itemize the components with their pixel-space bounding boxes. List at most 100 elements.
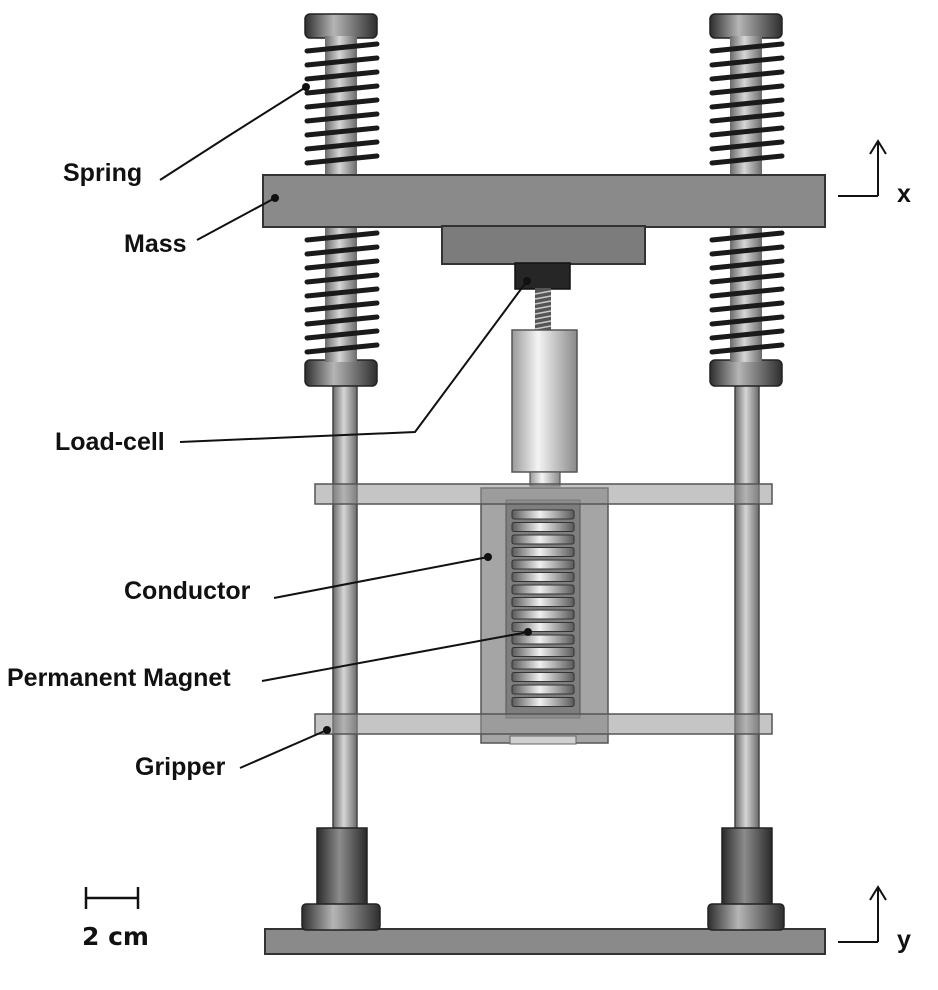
left-upper-coil-turn xyxy=(304,55,380,68)
left-upper-coil-turn xyxy=(304,41,380,54)
magnet-disc xyxy=(511,647,575,657)
right-lower-coil-turn xyxy=(709,272,785,285)
right-lower-coil-turn xyxy=(709,342,785,355)
left-base-column xyxy=(316,827,368,907)
left-lower-coil-turn xyxy=(304,286,380,299)
left-post xyxy=(301,13,381,931)
load-cell-thread-lines xyxy=(534,290,552,330)
mass-label: Mass xyxy=(124,230,187,258)
conductor-label: Conductor xyxy=(124,577,251,605)
left-lower-cap xyxy=(304,359,378,387)
left-upper-coil-turn xyxy=(304,125,380,138)
right-post xyxy=(707,13,785,931)
right-upper-coil-turn xyxy=(709,83,785,96)
right-lower-coil-turn xyxy=(709,300,785,313)
thread-line xyxy=(534,310,552,315)
scale-bar-label: 2 cm xyxy=(82,922,149,951)
spring-label: Spring xyxy=(63,159,142,187)
permanent-magnet-stack xyxy=(511,509,575,707)
right-lower-coil-turn xyxy=(709,314,785,327)
right-lower-coil-turn xyxy=(709,230,785,243)
right-lower-coil-turn xyxy=(709,244,785,257)
conductor-base-ring xyxy=(509,735,577,745)
magnet-disc xyxy=(511,584,575,595)
magnet-disc xyxy=(511,697,575,707)
right-upper-coil-turn xyxy=(709,139,785,152)
right-lower-coil-turn xyxy=(709,328,785,341)
left-guide-rod xyxy=(332,384,358,831)
permanent-magnet-leader xyxy=(261,631,529,682)
left-lower-coil-turn xyxy=(304,230,380,243)
magnet-disc xyxy=(511,634,575,645)
thread-line xyxy=(534,295,552,300)
scale-bar: 2 cm xyxy=(82,887,149,951)
leader-lines xyxy=(159,83,532,769)
thread-line xyxy=(534,325,552,330)
gripper-label: Gripper xyxy=(135,753,226,781)
right-upper-coil-turn xyxy=(709,111,785,124)
left-upper-coil-turn xyxy=(304,69,380,82)
thread-line xyxy=(534,320,552,325)
right-upper-coil-turn xyxy=(709,153,785,166)
spring-coils xyxy=(304,41,785,355)
right-upper-coil-turn xyxy=(709,125,785,138)
magnet-disc xyxy=(511,572,575,582)
left-lower-coil-turn xyxy=(304,258,380,271)
magnet-disc xyxy=(511,534,575,545)
thread-line xyxy=(534,300,552,305)
thread-line xyxy=(534,305,552,310)
left-upper-coil-turn xyxy=(304,139,380,152)
magnet-disc xyxy=(511,659,575,670)
x-axis-label: x xyxy=(897,180,911,208)
y-axis-label: y xyxy=(897,926,911,954)
load-cell-label: Load-cell xyxy=(55,428,165,456)
right-upper-coil-turn xyxy=(709,55,785,68)
left-base-foot xyxy=(301,903,381,931)
right-lower-cap xyxy=(709,359,783,387)
magnet-disc xyxy=(511,672,575,682)
conductor-assembly xyxy=(480,487,609,745)
spring-leader xyxy=(159,86,307,181)
base-plate xyxy=(264,928,826,955)
load-cell xyxy=(511,262,578,487)
right-top-cap xyxy=(709,13,783,39)
lower-gripper-plate xyxy=(314,713,773,735)
magnet-disc xyxy=(511,622,575,632)
left-upper-coil-turn xyxy=(304,153,380,166)
magnet-disc xyxy=(511,597,575,607)
left-upper-coil-turn xyxy=(304,97,380,110)
right-upper-coil-turn xyxy=(709,97,785,110)
magnet-disc xyxy=(511,547,575,557)
load-cell-leader xyxy=(179,280,528,443)
magnet-disc xyxy=(511,684,575,695)
left-lower-coil-turn xyxy=(304,328,380,341)
magnet-disc xyxy=(511,509,575,520)
left-lower-coil-turn xyxy=(304,342,380,355)
right-guide-rod xyxy=(734,384,760,831)
left-lower-coil-turn xyxy=(304,272,380,285)
gripper-leader xyxy=(239,729,328,769)
mass-plate xyxy=(262,174,826,228)
left-upper-coil-turn xyxy=(304,111,380,124)
magnet-disc xyxy=(511,559,575,570)
right-upper-coil-turn xyxy=(709,41,785,54)
magnet-disc xyxy=(511,522,575,532)
left-upper-coil-turn xyxy=(304,83,380,96)
upper-gripper-plate xyxy=(314,483,773,505)
conductor-leader xyxy=(273,556,489,599)
right-base-foot xyxy=(707,903,785,931)
thread-line xyxy=(534,290,552,295)
magnet-disc xyxy=(511,609,575,620)
load-cell-mount xyxy=(441,225,646,265)
left-lower-coil-turn xyxy=(304,314,380,327)
x-axis-indicator: x xyxy=(838,139,911,208)
y-axis-indicator: y xyxy=(838,885,911,954)
load-cell-body xyxy=(511,329,578,473)
left-lower-coil-turn xyxy=(304,244,380,257)
permanent-magnet-label: Permanent Magnet xyxy=(7,664,231,692)
right-lower-coil-turn xyxy=(709,286,785,299)
right-base-column xyxy=(721,827,773,907)
thread-line xyxy=(534,315,552,320)
right-upper-coil-turn xyxy=(709,69,785,82)
